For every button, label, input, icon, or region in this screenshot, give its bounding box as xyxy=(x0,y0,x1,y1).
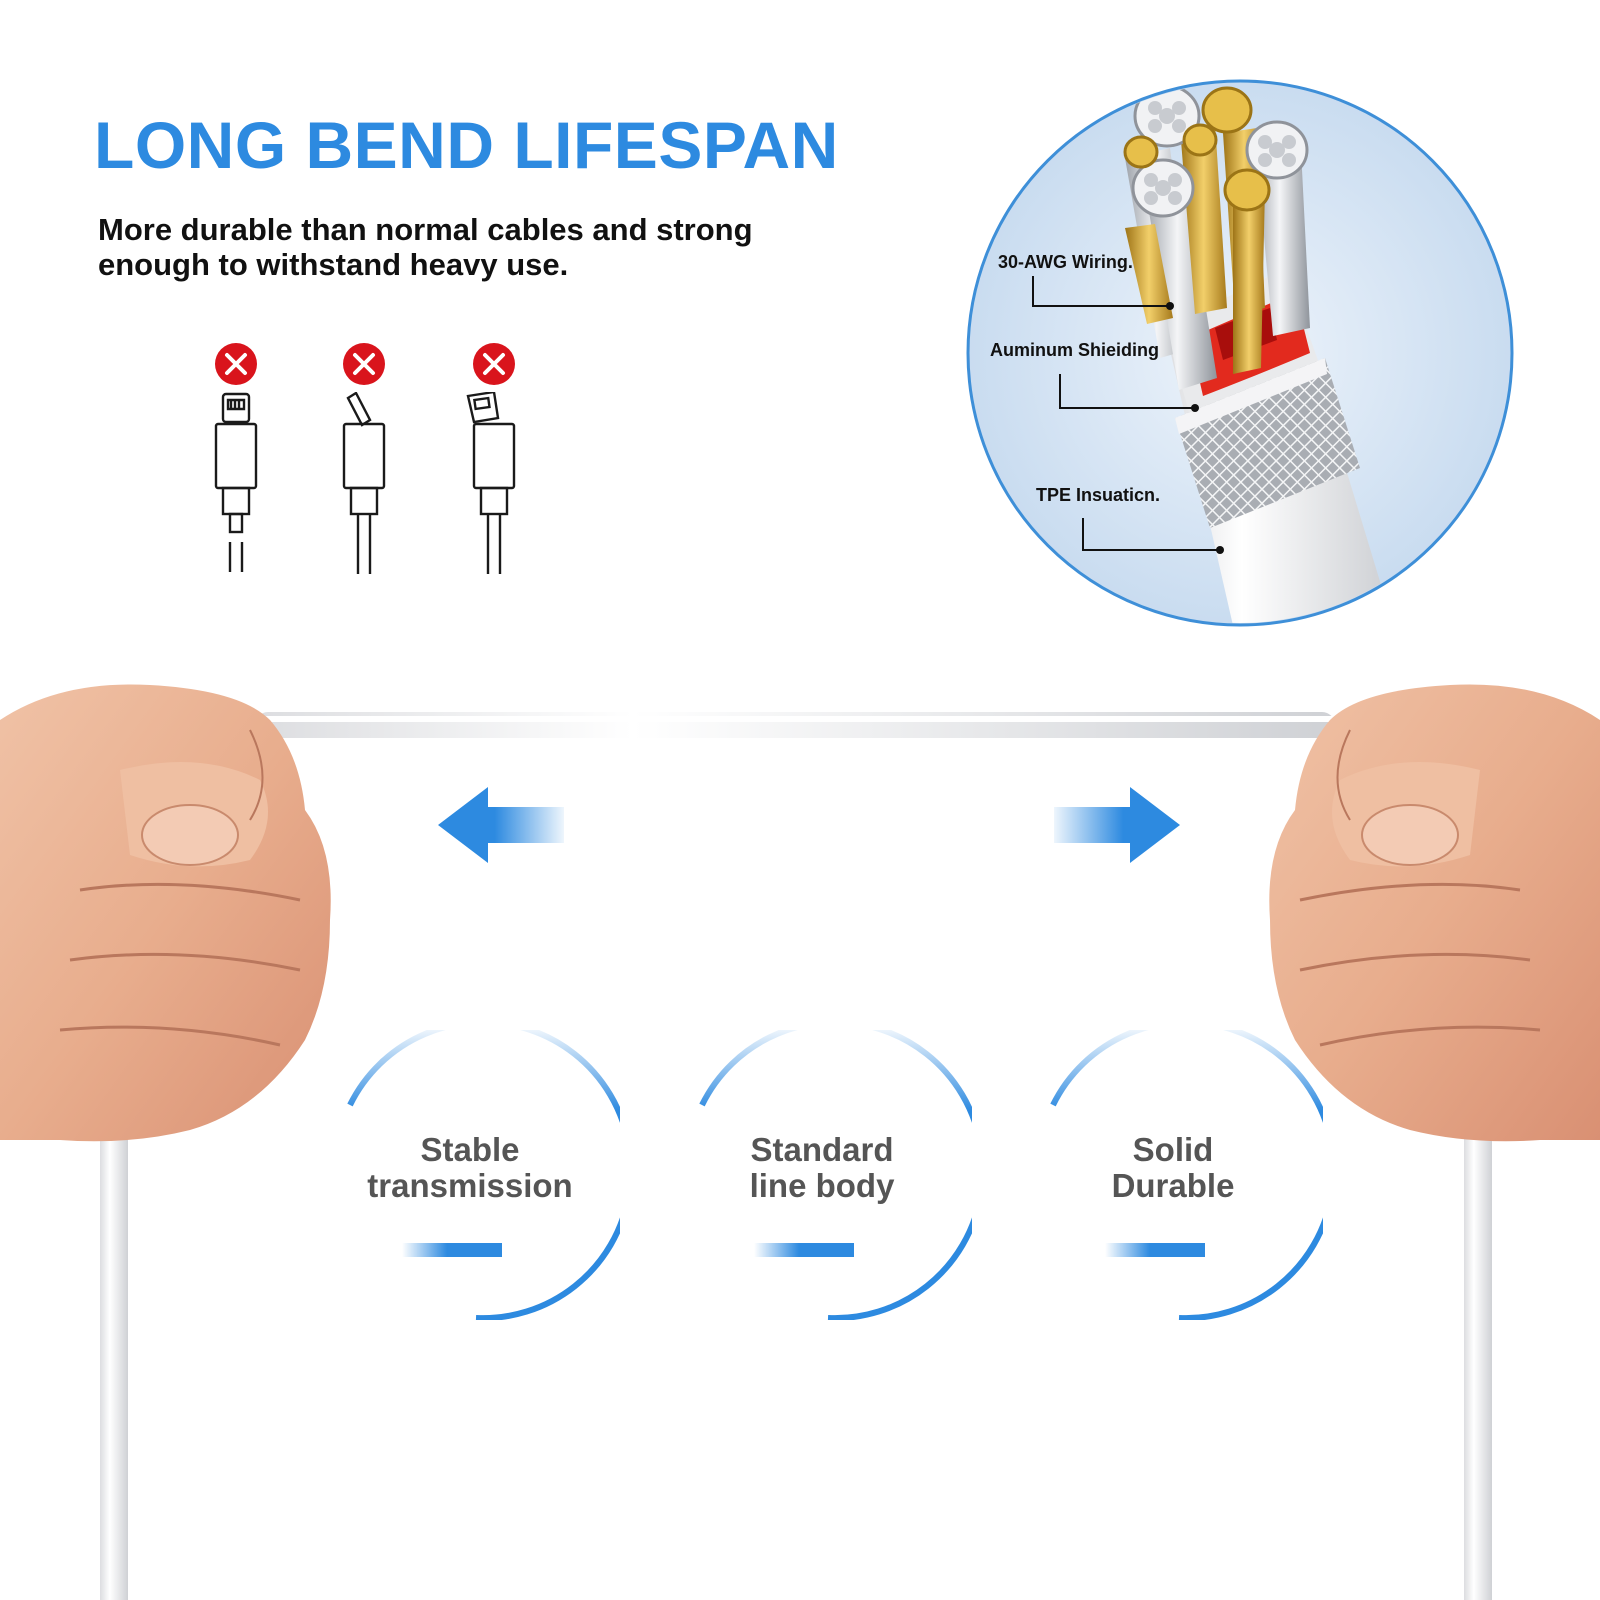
x-circle-icon xyxy=(215,343,257,385)
lightning-plug-bent-icon xyxy=(342,392,386,574)
hands-pulling-cable xyxy=(0,684,1600,1600)
cable-cross-section xyxy=(966,79,1514,627)
callout-shielding: Auminum Shieiding xyxy=(990,340,1159,360)
feature-standard-line-body: Standard line body xyxy=(672,1030,972,1320)
feature-solid-durable: Solid Durable xyxy=(1023,1030,1323,1320)
page-subtitle: More durable than normal cables and stro… xyxy=(98,212,753,282)
callout-insulation: TPE Insuaticn. xyxy=(1036,485,1161,505)
failure-mode-frayed xyxy=(206,342,266,592)
arrow-right-icon xyxy=(1054,787,1180,863)
right-hand xyxy=(1269,684,1600,1142)
feature-label: Solid Durable xyxy=(1111,1131,1235,1204)
lightning-plug-frayed-icon xyxy=(214,392,258,572)
lightning-plug-broken-icon xyxy=(466,392,516,574)
callout-wiring: 30-AWG Wiring. xyxy=(998,252,1133,272)
failure-mode-bent xyxy=(334,342,394,592)
arrow-left-icon xyxy=(438,787,564,863)
page-title: LONG BEND LIFESPAN xyxy=(94,108,839,182)
feature-stable-transmission: Stable transmission xyxy=(320,1030,620,1320)
feature-arc-icon xyxy=(347,1030,620,1320)
x-circle-icon xyxy=(343,343,385,385)
feature-label: Standard line body xyxy=(749,1131,895,1204)
feature-arc-icon xyxy=(1050,1030,1323,1320)
failure-mode-broken xyxy=(464,342,524,592)
left-hand xyxy=(0,684,331,1142)
feature-label: Stable transmission xyxy=(367,1131,573,1204)
x-circle-icon xyxy=(473,343,515,385)
feature-arc-icon xyxy=(699,1030,972,1320)
